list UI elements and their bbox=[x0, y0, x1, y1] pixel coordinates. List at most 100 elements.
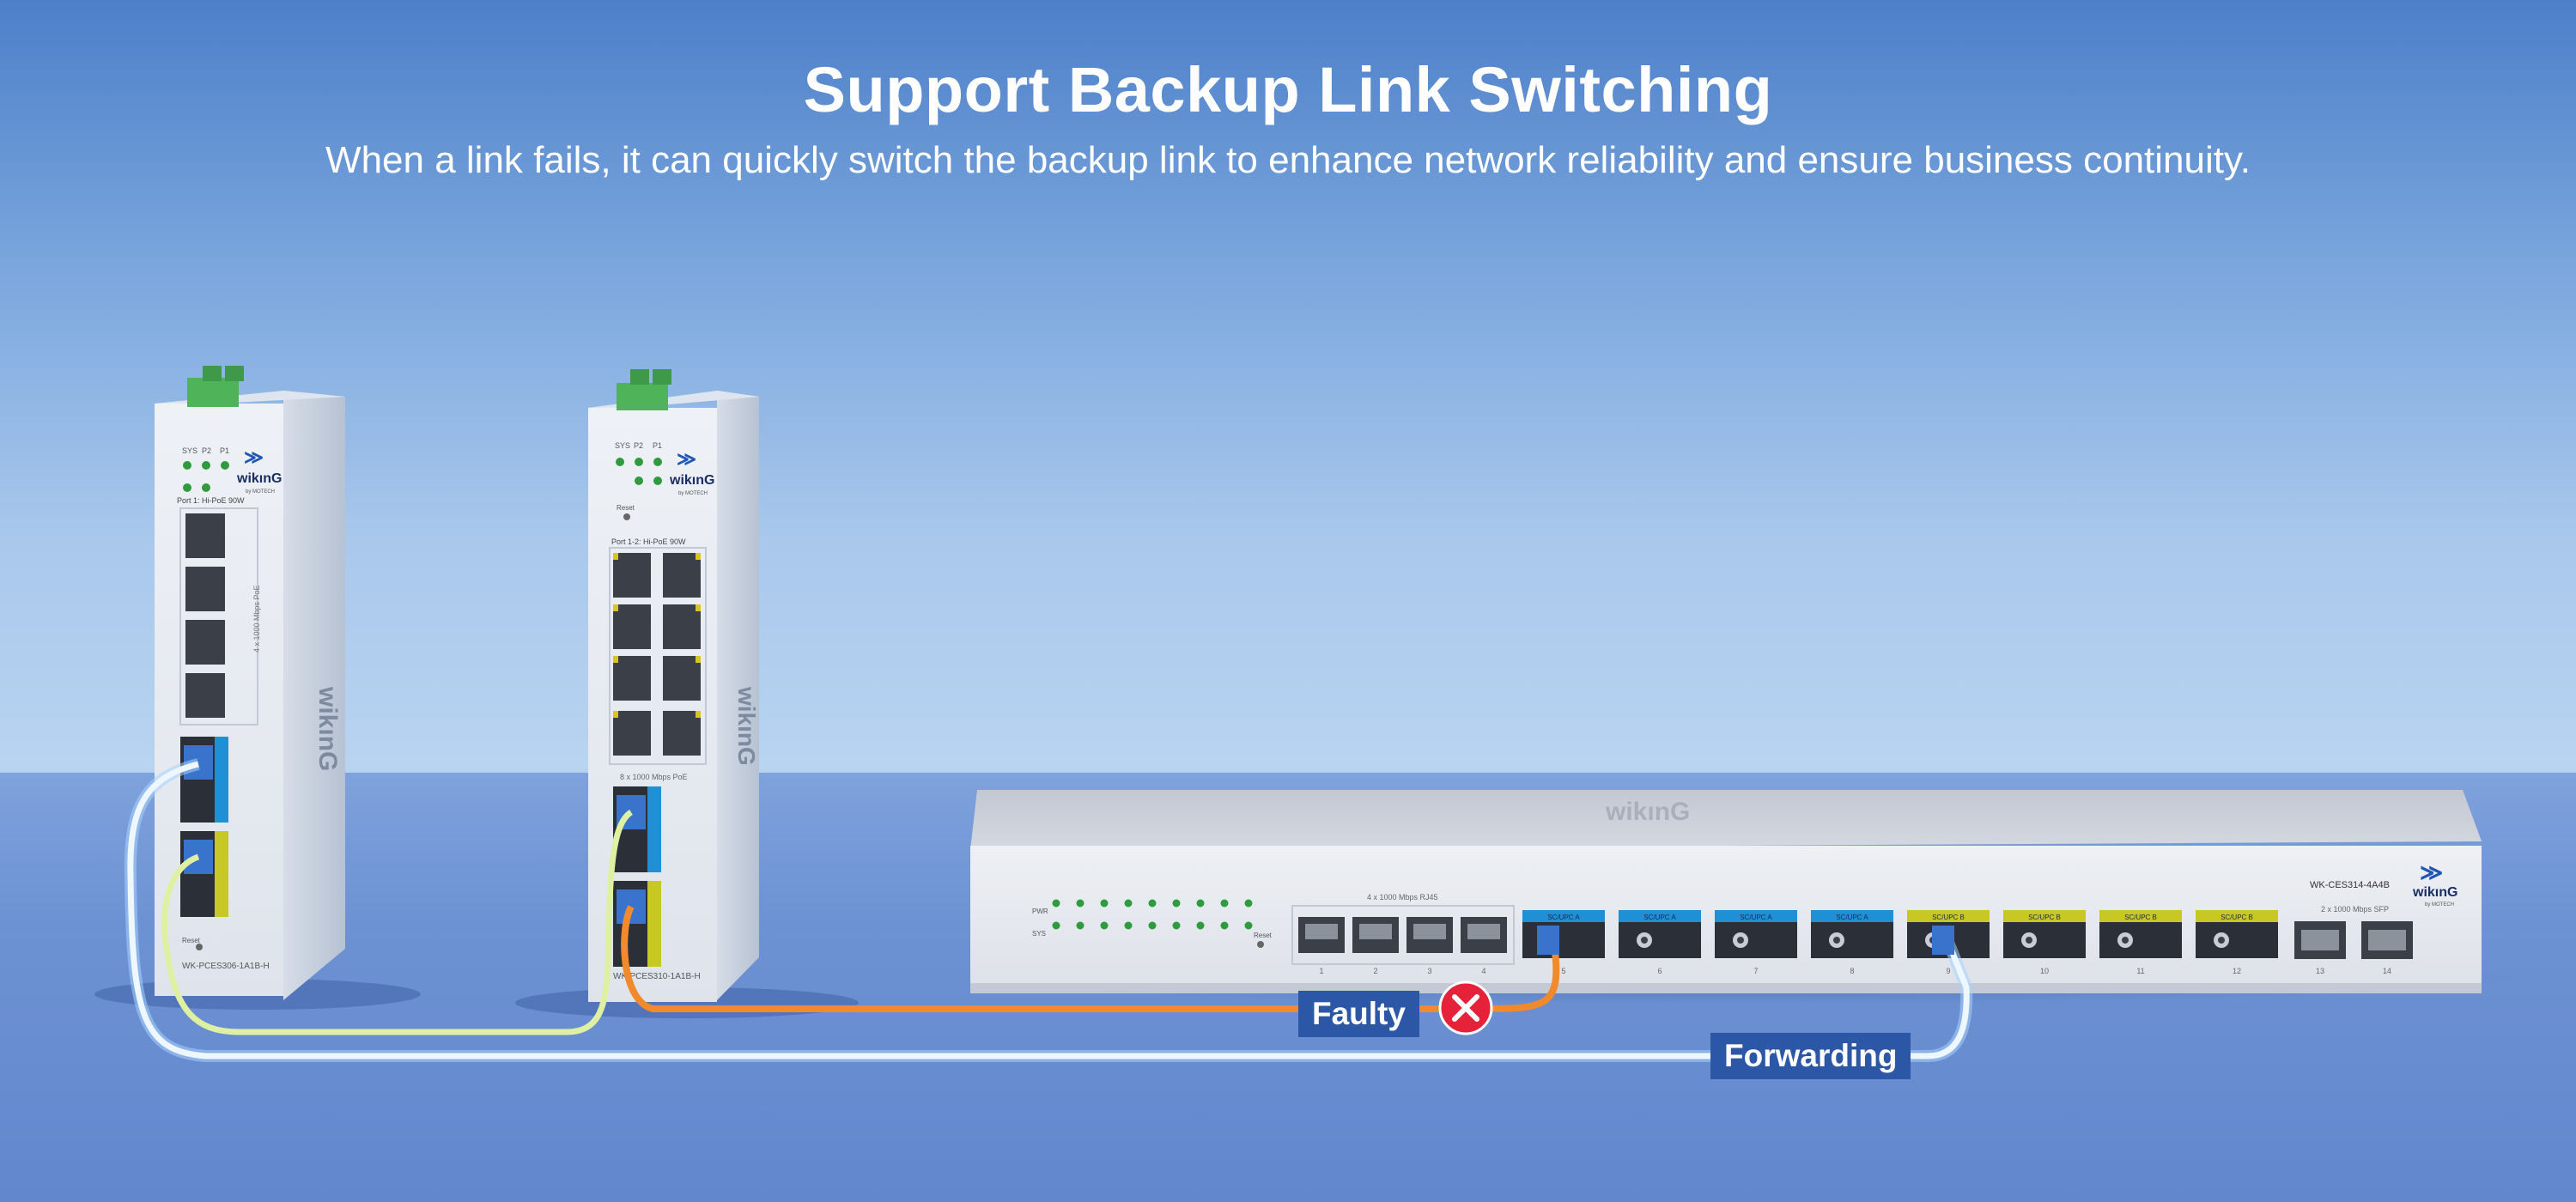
middle-brand-name: wikınG bbox=[669, 473, 714, 488]
status-led bbox=[1148, 899, 1157, 908]
left-fiber-ports bbox=[180, 737, 228, 917]
status-led bbox=[1100, 921, 1109, 930]
middle-led-label-sys: SYS bbox=[615, 441, 630, 450]
port-number: 7 bbox=[1753, 967, 1758, 975]
fiber-type-label: SC/UPC A bbox=[1836, 914, 1868, 921]
wiking-logo-icon: ≫ bbox=[677, 448, 696, 470]
rj45-port[interactable] bbox=[663, 553, 701, 598]
fiber-port[interactable] bbox=[1811, 922, 1893, 958]
port-number: 9 bbox=[1946, 967, 1950, 975]
port-number: 1 bbox=[1319, 967, 1323, 975]
middle-led-label-p1: P1 bbox=[653, 441, 662, 450]
rj45-port[interactable] bbox=[663, 604, 701, 649]
fiber-type-label: SC/UPC A bbox=[1547, 914, 1580, 921]
middle-rj45-ports bbox=[613, 553, 701, 756]
rj45-port[interactable] bbox=[663, 656, 701, 701]
status-led bbox=[1124, 899, 1133, 908]
fiber-a-tag bbox=[1619, 910, 1701, 922]
fiber-b-tag bbox=[2196, 910, 2278, 922]
rack-led-sys-label: SYS bbox=[1032, 930, 1046, 938]
rack-reset-label: Reset bbox=[1254, 932, 1273, 939]
rj45-port[interactable] bbox=[613, 656, 651, 701]
port-number: 2 bbox=[1373, 967, 1377, 975]
fiber-b-tag bbox=[1907, 910, 1990, 922]
fiber-plug bbox=[1537, 926, 1559, 955]
close-circle-icon bbox=[1438, 980, 1493, 1035]
left-led-label-p2: P2 bbox=[202, 446, 211, 455]
middle-led-label-p2: P2 bbox=[634, 441, 643, 450]
left-switch-side bbox=[283, 391, 345, 1000]
rj45-port[interactable] bbox=[185, 620, 225, 665]
port-number: 12 bbox=[2233, 967, 2241, 975]
port-number: 8 bbox=[1850, 967, 1854, 975]
left-side-ports-label: 4 x 1000 Mbps PoE bbox=[252, 585, 261, 653]
port-number: 4 bbox=[1481, 967, 1485, 975]
page-subtitle: When a link fails, it can quickly switch… bbox=[325, 139, 2251, 181]
fiber-a-tag bbox=[1811, 910, 1893, 922]
fiber-type-label: SC/UPC B bbox=[2124, 914, 2157, 921]
status-led bbox=[1220, 899, 1229, 908]
fiber-port[interactable] bbox=[2196, 922, 2278, 958]
fiber-a-tag bbox=[1715, 910, 1797, 922]
fiber-port[interactable] bbox=[2003, 922, 2086, 958]
status-led bbox=[1244, 921, 1253, 930]
status-led bbox=[1172, 899, 1181, 908]
left-switch: wikınG SYS P2 P1 ≫ wikınG by MOTECH Port… bbox=[94, 366, 421, 1010]
rj45-port[interactable] bbox=[185, 567, 225, 611]
faulty-callout: Faulty bbox=[1298, 991, 1419, 1037]
middle-side-logo: wikınG bbox=[733, 686, 760, 766]
port-number: 10 bbox=[2040, 967, 2049, 975]
forwarding-callout: Forwarding bbox=[1710, 1033, 1911, 1079]
left-led-label-sys: SYS bbox=[182, 446, 197, 455]
fiber-port[interactable] bbox=[1619, 922, 1701, 958]
rj45-port[interactable] bbox=[613, 711, 651, 756]
left-led-label-p1: P1 bbox=[220, 446, 229, 455]
rack-sfp-label: 2 x 1000 Mbps SFP bbox=[2321, 905, 2389, 914]
status-led bbox=[1076, 921, 1084, 930]
left-led-block: SYS P2 P1 bbox=[182, 446, 229, 492]
status-led bbox=[1220, 921, 1229, 930]
fiber-type-label: SC/UPC B bbox=[2221, 914, 2253, 921]
fiber-type-label: SC/UPC A bbox=[1643, 914, 1676, 921]
status-led bbox=[1196, 921, 1205, 930]
fiber-a-tag bbox=[1522, 910, 1605, 922]
rack-brand-name: wikınG bbox=[2412, 885, 2458, 900]
left-brand-sub: by MOTECH bbox=[246, 489, 275, 495]
port-number: 11 bbox=[2136, 967, 2144, 975]
rj45-port[interactable] bbox=[185, 513, 225, 558]
middle-led-block: SYS P2 P1 bbox=[615, 441, 662, 485]
rack-rj45-ports bbox=[1298, 917, 1507, 953]
rj45-port[interactable] bbox=[613, 604, 651, 649]
rack-switch: wikınG PWR SYS Reset 4 x 1000 Mbps RJ45 … bbox=[970, 790, 2482, 993]
left-power-terminal bbox=[187, 366, 244, 407]
rack-brand-sub: by MOTECH bbox=[2425, 902, 2454, 908]
forwarding-cable bbox=[127, 761, 1970, 1059]
rack-led-pwr-label: PWR bbox=[1032, 908, 1048, 915]
rack-switch-top bbox=[970, 790, 2482, 850]
rj45-port[interactable] bbox=[185, 673, 225, 718]
status-led bbox=[1148, 921, 1157, 930]
wiking-logo-icon: ≫ bbox=[2420, 859, 2443, 885]
fiber-b-tag bbox=[2099, 910, 2182, 922]
fiber-type-label: SC/UPC B bbox=[2028, 914, 2061, 921]
fiber-port[interactable] bbox=[2099, 922, 2182, 958]
rj45-port[interactable] bbox=[663, 711, 701, 756]
port-number: 6 bbox=[1657, 967, 1662, 975]
middle-switch-side bbox=[717, 391, 759, 1000]
fiber-port[interactable] bbox=[1522, 922, 1605, 958]
port-number: 3 bbox=[1427, 967, 1431, 975]
left-poe-label: Port 1: Hi-PoE 90W bbox=[177, 496, 245, 505]
left-side-logo: wikınG bbox=[313, 686, 342, 771]
backup-cable bbox=[161, 810, 634, 1035]
rj45-port[interactable] bbox=[613, 553, 651, 598]
port-number: 14 bbox=[2383, 967, 2391, 975]
middle-ports-label: 8 x 1000 Mbps PoE bbox=[620, 773, 688, 781]
status-led bbox=[1100, 899, 1109, 908]
status-led bbox=[1052, 899, 1060, 908]
middle-port-frame bbox=[609, 547, 707, 765]
page-title: Support Backup Link Switching bbox=[803, 54, 1773, 125]
middle-reset-label: Reset bbox=[617, 504, 635, 512]
fiber-port[interactable] bbox=[1715, 922, 1797, 958]
status-led bbox=[1052, 921, 1060, 930]
